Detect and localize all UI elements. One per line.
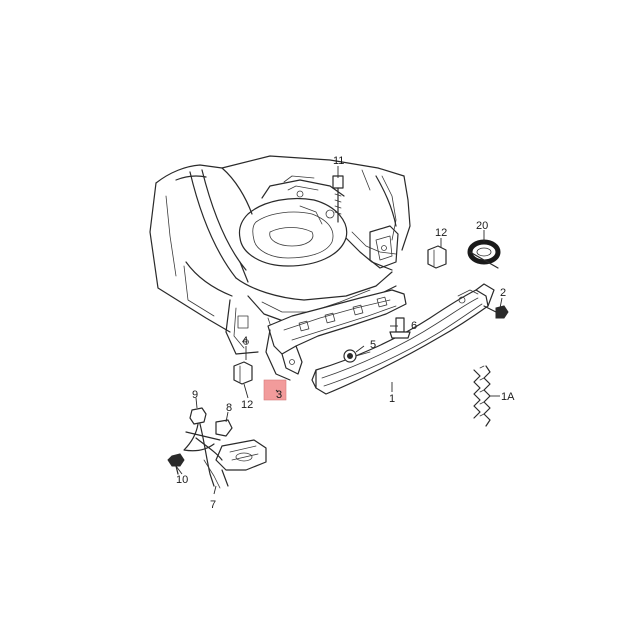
callout-2: 2 (500, 287, 506, 299)
sensor-wiring-assembly (167, 407, 267, 489)
callout-1: 1 (389, 393, 395, 405)
clip-part-12-left (233, 361, 253, 385)
bolt-part-6 (389, 317, 411, 339)
callout-5: 5 (370, 339, 376, 351)
callout-1a: 1A (501, 391, 515, 403)
callout-11: 11 (333, 155, 344, 167)
callout-7: 7 (210, 499, 216, 511)
bumper-reinforcement-beam (311, 283, 495, 395)
callout-labels: 11 12 20 2 5 6 4 1 1A 3 12 9 8 10 7 (176, 155, 515, 511)
callout-4: 4 (242, 335, 248, 347)
callout-3: 3 (276, 389, 282, 401)
callout-8: 8 (226, 402, 232, 414)
highlighted-part-3 (263, 379, 287, 401)
clip-part-12-right (427, 245, 447, 269)
callout-12-right: 12 (435, 227, 447, 239)
callout-6: 6 (411, 320, 417, 332)
clip-strip-part-1a (473, 365, 500, 427)
callout-20: 20 (476, 220, 488, 232)
leader-lines (175, 166, 503, 495)
callout-12-left: 12 (241, 399, 253, 411)
bolt-part-2 (483, 305, 509, 319)
callout-9: 9 (192, 389, 198, 401)
fastener-part-5 (343, 349, 371, 363)
bolt-part-11 (332, 175, 344, 223)
bumper-carrier-bracket (265, 289, 407, 381)
seal-ring-part-20 (467, 239, 501, 269)
vehicle-rear-body (149, 155, 411, 355)
callout-10: 10 (176, 474, 188, 486)
